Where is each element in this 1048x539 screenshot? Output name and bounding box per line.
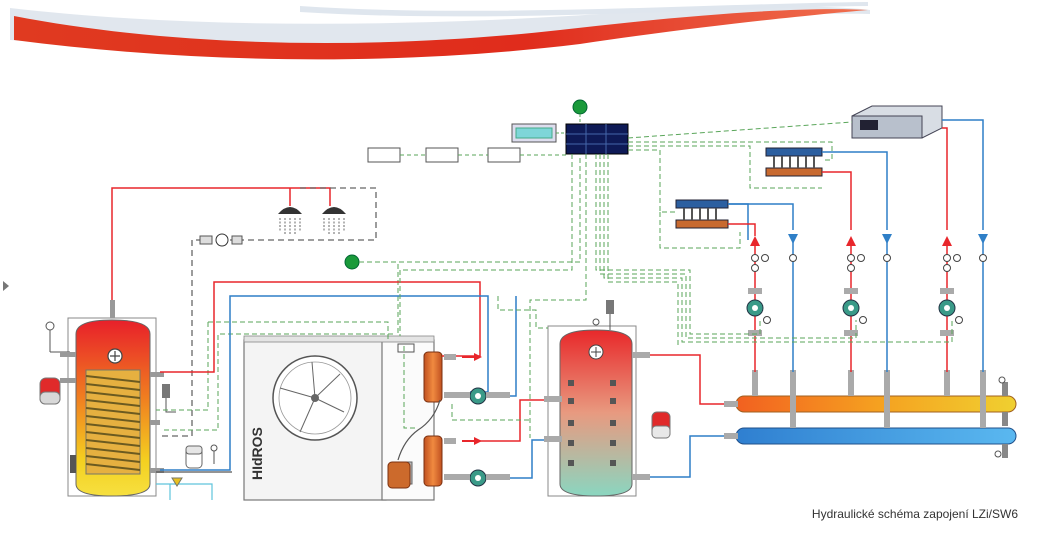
dhw-tank [67, 317, 157, 497]
slave-module [367, 147, 521, 163]
thermostat-display [511, 123, 557, 143]
diagram-caption: Hydraulické schéma zapojení LZi/SW6 [811, 507, 1018, 521]
floor-heating-manifold [675, 199, 756, 240]
header-swoosh [10, 2, 870, 60]
outdoor-unit: HIdROS [243, 335, 435, 501]
control-unit [565, 123, 629, 155]
expansion-vessel-icon [39, 377, 61, 405]
pressure-gauge-icon [45, 321, 70, 353]
supply-header [735, 395, 1017, 413]
floor-heating-manifold [765, 147, 823, 177]
shower-icon [322, 207, 346, 234]
dhw-circulation-line [230, 187, 377, 241]
safety-valve-icon [606, 300, 614, 330]
pump-icon [469, 387, 487, 405]
sensor-icon [344, 254, 360, 270]
filter-icon [171, 477, 183, 487]
zone-circuit-2 [842, 234, 892, 372]
tank-coil [85, 369, 141, 475]
expansion-vessel-icon [185, 444, 218, 469]
buffer-tank [547, 325, 637, 497]
pump-icon [469, 469, 487, 487]
expansion-vessel-icon [651, 411, 671, 439]
air-vent-icon [994, 376, 1006, 458]
side-arrow-icon [3, 281, 9, 291]
valve-icons [751, 254, 987, 324]
dhw-hot-line [111, 187, 331, 300]
return-header [735, 427, 1017, 445]
control-wiring [399, 121, 953, 438]
safety-valve-icon [162, 384, 176, 413]
fan-icon [272, 355, 358, 441]
fan-coil-unit [851, 105, 943, 139]
circulation-pump-icon [199, 233, 243, 247]
brand-logo: HIdROS [249, 427, 265, 480]
sensor-icon [572, 99, 588, 115]
heat-exchanger [387, 351, 443, 489]
shower-icon [278, 207, 302, 234]
tank-ports [60, 300, 164, 473]
